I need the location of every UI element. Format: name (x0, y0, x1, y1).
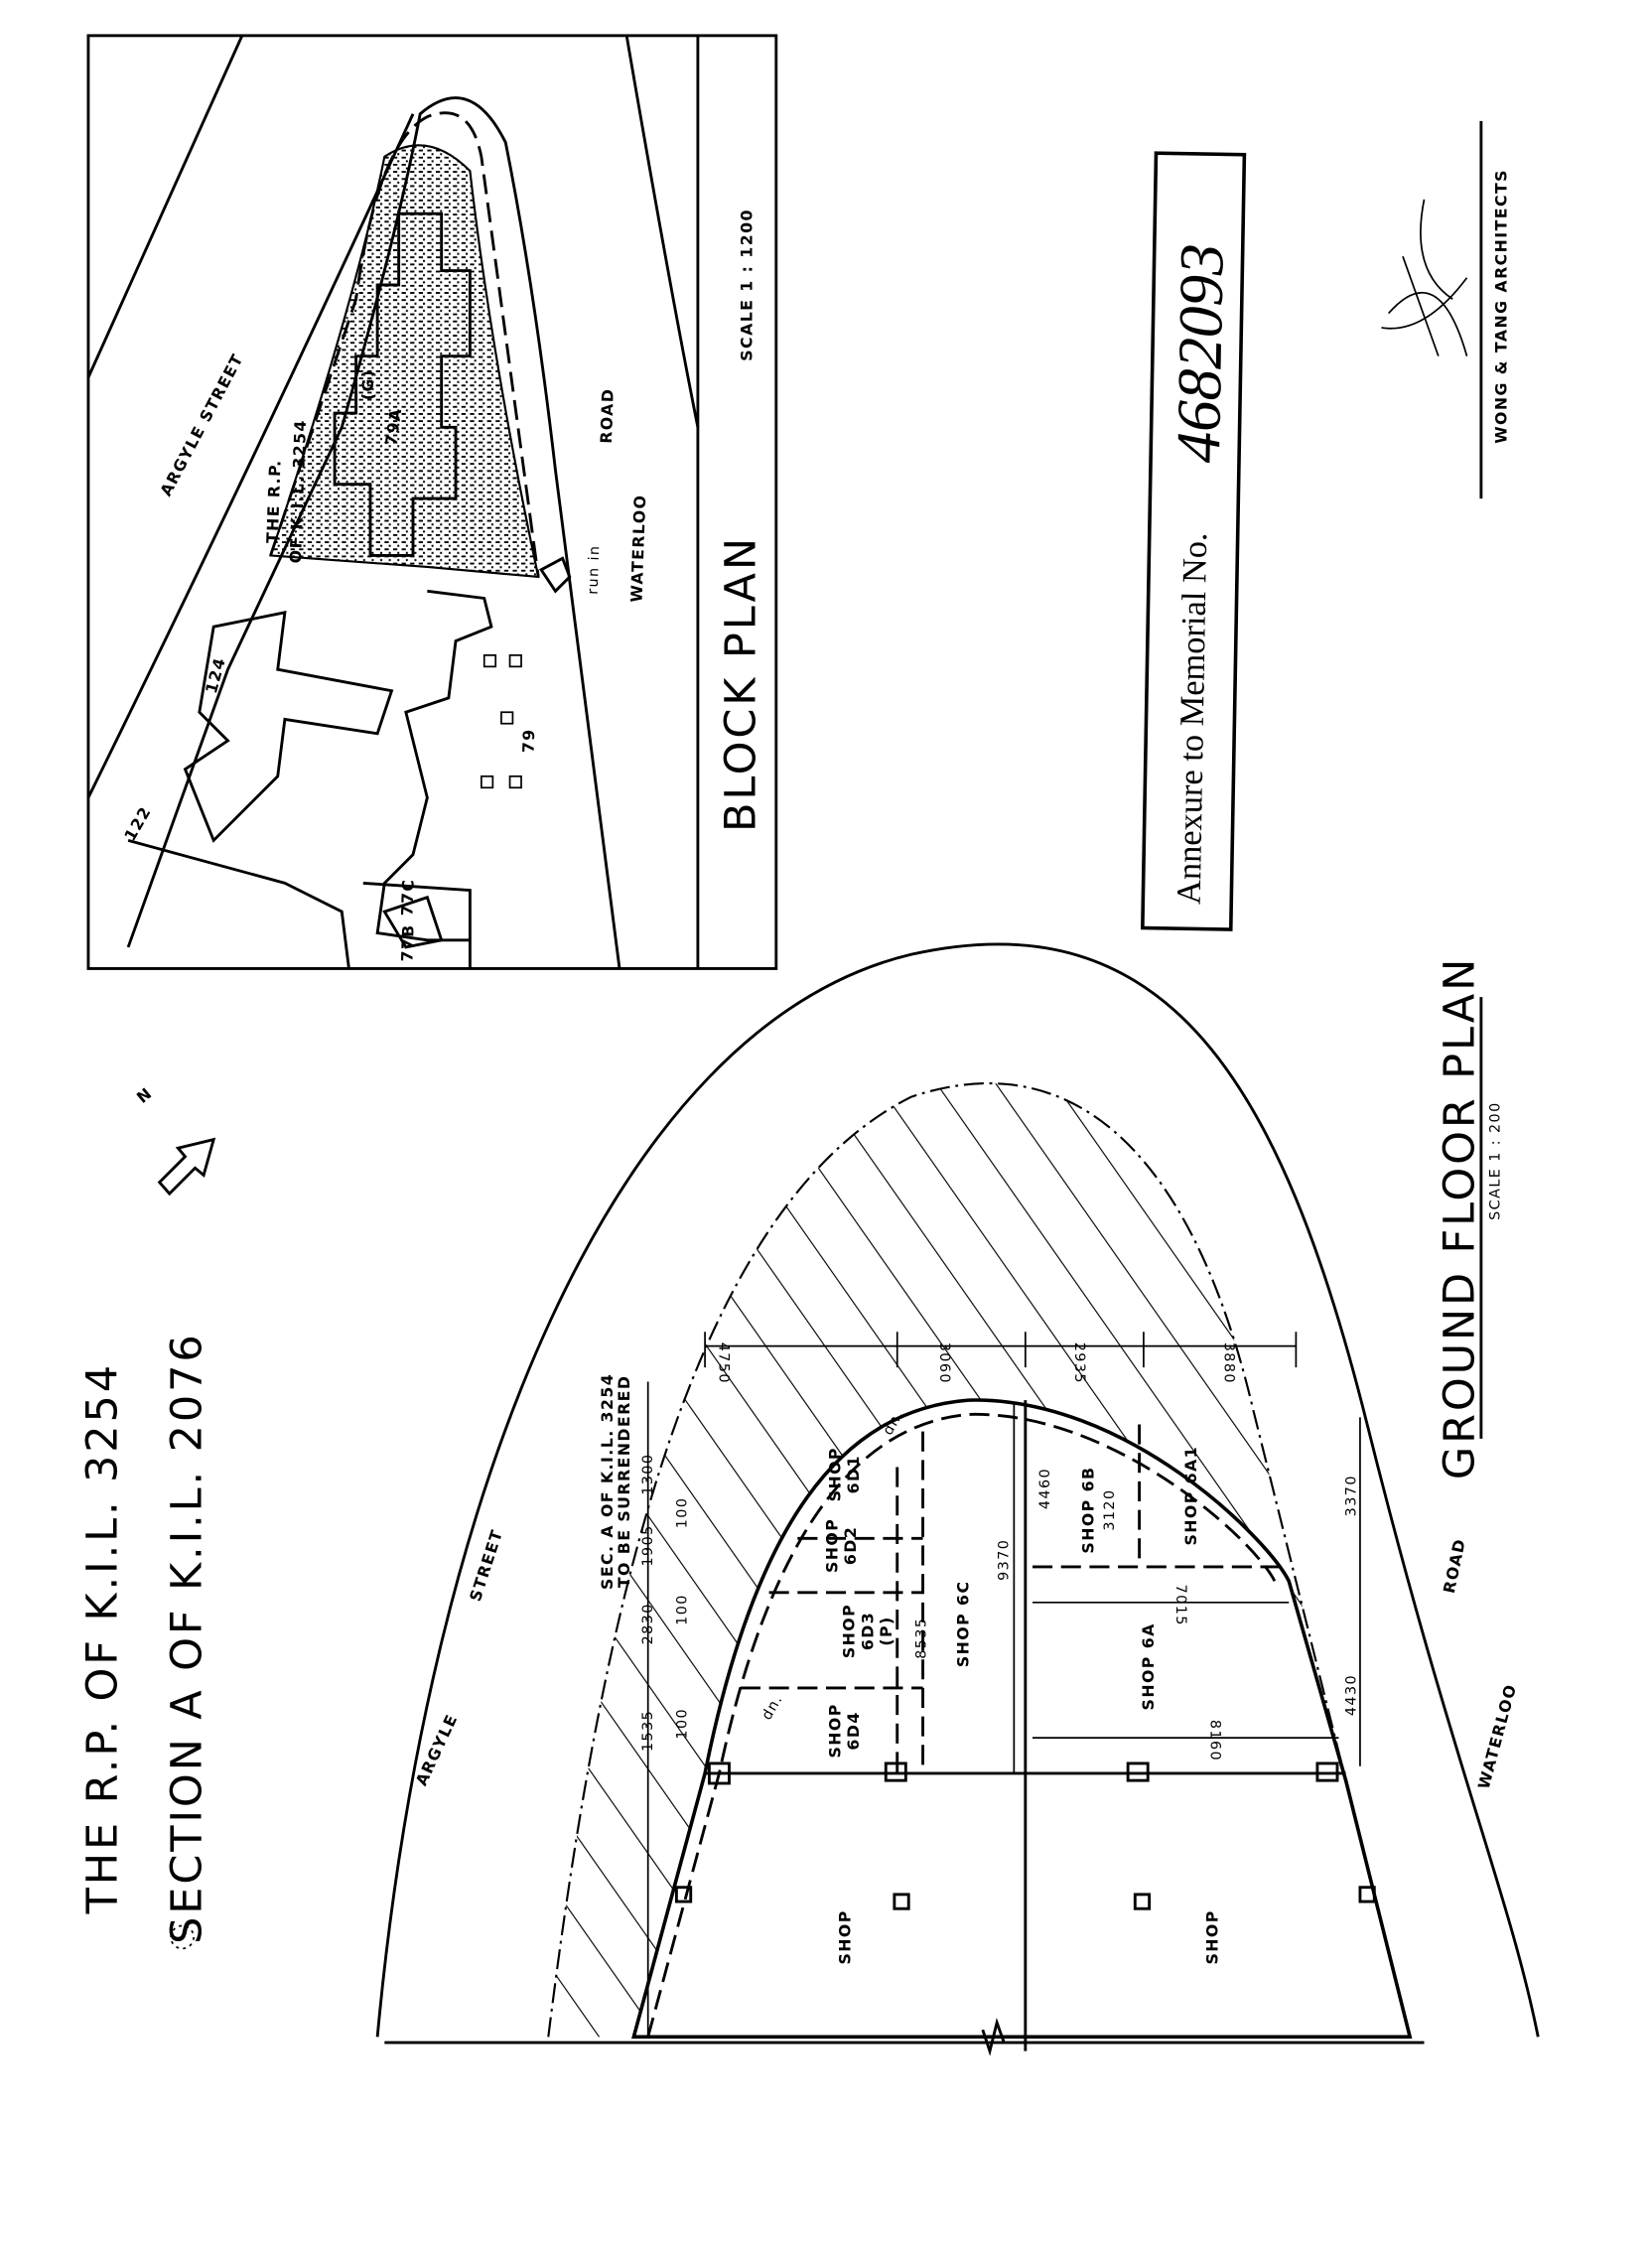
dim-3120: 3120 (1102, 1488, 1118, 1530)
dim-3060: 3060 (936, 1342, 952, 1384)
block-label-79: 79 (519, 728, 539, 753)
block-label-122: 122 (120, 802, 155, 844)
block-label-lot-1: THE R.P. (263, 459, 285, 543)
shop-6d4-label: SHOP (825, 1703, 844, 1758)
shop-label-right: SHOP (1202, 1909, 1221, 1964)
building-outline (333, 211, 472, 557)
title-line-2: SECTION A OF K.I.L. 2076 (162, 1332, 211, 1943)
surrender-note-2: TO BE SURRENDERED (615, 1375, 633, 1589)
signature (1381, 199, 1468, 356)
title-line-1: THE R.P. OF K.I.L. 3254 (78, 1362, 128, 1914)
block-label-g: (G) (358, 368, 377, 400)
street-label-road: ROAD (1440, 1536, 1469, 1595)
building-outline (631, 1398, 1413, 2040)
shop-6d2-number: 6D2 (841, 1526, 860, 1565)
shop-6a-label: SHOP 6A (1139, 1622, 1158, 1710)
building-79 (375, 589, 493, 942)
block-plan-frame (86, 34, 778, 970)
shop-6d4-number: 6D4 (844, 1711, 863, 1750)
street-label-street: STREET (466, 1527, 506, 1604)
dim-100-c: 100 (674, 1497, 690, 1529)
dim-2935: 2935 (1071, 1342, 1087, 1384)
block-label-124: 124 (202, 655, 229, 696)
shop-6d1-number: 6D1 (844, 1455, 863, 1493)
dim-100-b: 100 (674, 1594, 690, 1625)
building-124 (183, 611, 394, 843)
memorial-number: 4682093 (1164, 243, 1237, 464)
dim-100-a: 100 (674, 1708, 690, 1740)
annexure-text: Annexure to Memorial No. (1170, 532, 1215, 905)
ground-floor-plan-title: GROUND FLOOR PLAN (1436, 956, 1485, 1480)
dim-4460: 4460 (1037, 1468, 1053, 1509)
dim-4430: 4430 (1344, 1674, 1360, 1716)
road-kerb-line (375, 942, 1540, 2038)
dim-1905: 1905 (640, 1524, 656, 1566)
shop-6a1-label: SHOP 6A1 (1181, 1446, 1200, 1546)
ground-floor-plan-scale: SCALE 1 : 200 (1488, 1101, 1504, 1220)
block-label-77b: 77B (397, 923, 417, 962)
dim-1535: 1535 (640, 1710, 656, 1752)
block-label-argyle-street: ARGYLE STREET (156, 351, 247, 499)
shop-6d1-label: SHOP (825, 1447, 844, 1501)
dim-7015: 7015 (1172, 1585, 1188, 1626)
block-label-run-in: run in (586, 544, 604, 595)
north-label: N (133, 1083, 156, 1107)
lot-stipple (269, 144, 540, 579)
shop-6b-label: SHOP 6B (1079, 1467, 1098, 1554)
dim-1300: 1300 (640, 1454, 656, 1495)
dim-8160: 8160 (1206, 1720, 1222, 1762)
dim-8535: 8535 (913, 1618, 929, 1659)
shop-6c-label: SHOP 6C (953, 1581, 972, 1668)
dim-3880: 3880 (1221, 1342, 1237, 1384)
stamp-mark (170, 1924, 195, 1950)
shop-6d3-p: (P) (877, 1616, 895, 1645)
architect-name: WONG & TANG ARCHITECTS (1492, 169, 1511, 444)
block-label-road: ROAD (597, 387, 618, 444)
run-in-marker-icon (539, 556, 572, 594)
street-label-waterloo: WATERLOO (1474, 1682, 1521, 1791)
dim-3370: 3370 (1344, 1475, 1360, 1516)
ground-floor-plan: ARGYLE STREET WATERLOO ROAD SEC. A OF K.… (375, 942, 1540, 2056)
shop-6d3-label: SHOP (840, 1604, 859, 1658)
block-label-77c: 77C (397, 878, 417, 916)
architect-signature-block: WONG & TANG ARCHITECTS (1381, 120, 1511, 499)
block-plan-title: BLOCK PLAN (716, 535, 765, 832)
surrender-note-1: SEC. A OF K.I.L. 3254 (598, 1373, 617, 1590)
block-label-waterloo: WATERLOO (626, 493, 649, 603)
shop-6d3-number: 6D3 (858, 1612, 877, 1650)
dim-9370: 9370 (997, 1539, 1013, 1581)
block-plan-scale: SCALE 1 : 1200 (737, 209, 756, 361)
north-arrow-icon: N (133, 1083, 216, 1197)
shop-label-left: SHOP (835, 1909, 854, 1964)
sheet-title: THE R.P. OF K.I.L. 3254 SECTION A OF K.I… (78, 1332, 211, 1950)
block-plan: ARGYLE STREET THE R.P. OF K.I.L. 3254 (G… (86, 34, 778, 970)
shop-6d2-label: SHOP (822, 1518, 841, 1573)
annexure-stamp: Annexure to Memorial No. 4682093 (1141, 151, 1247, 931)
dim-2830: 2830 (640, 1603, 656, 1644)
dim-4750: 4750 (715, 1342, 731, 1384)
